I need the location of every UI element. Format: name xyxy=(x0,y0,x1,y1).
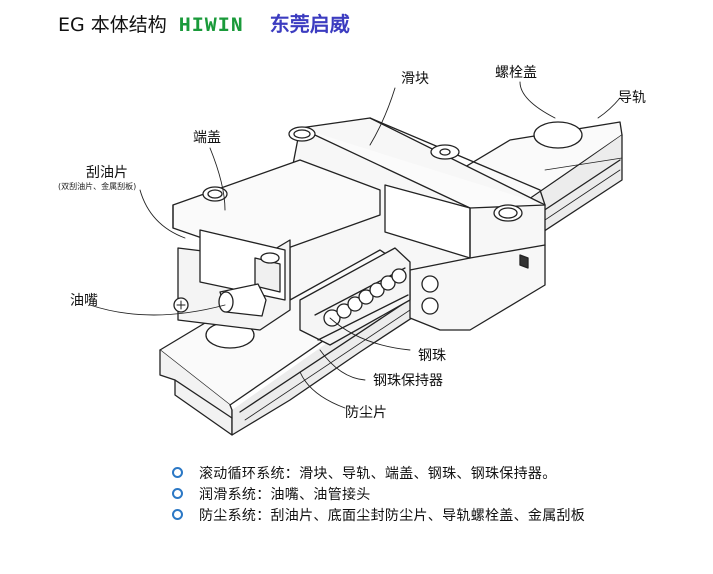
circle-bullet-icon xyxy=(172,509,183,520)
label-grease-nipple: 油嘴 xyxy=(70,293,98,309)
label-end-cap: 端盖 xyxy=(193,130,221,146)
circle-bullet-icon xyxy=(172,488,183,499)
list-item-text: 防尘系统：刮油片、底面尘封防尘片、导轨螺栓盖、金属刮板 xyxy=(199,507,586,524)
list-item: 防尘系统：刮油片、底面尘封防尘片、导轨螺栓盖、金属刮板 xyxy=(172,504,585,525)
slider-block xyxy=(288,117,546,331)
header: EG 本体结构 HIWIN 东莞启威 xyxy=(58,8,350,38)
label-ball-retainer: 钢珠保持器 xyxy=(373,373,443,389)
brand-logo: HIWIN xyxy=(178,15,244,38)
label-scraper-note: (双刮油片、金属刮板) xyxy=(58,182,137,191)
leader-lines xyxy=(89,81,621,409)
label-ball: 钢珠 xyxy=(418,348,446,364)
balls xyxy=(323,268,407,327)
label-scraper: 刮油片 xyxy=(86,165,128,181)
label-slider: 滑块 xyxy=(401,71,429,87)
list-item-text: 润滑系统：油嘴、油管接头 xyxy=(199,486,371,503)
systems-list: 滚动循环系统：滑块、导轨、端盖、钢珠、钢珠保持器。 润滑系统：油嘴、油管接头 防… xyxy=(172,462,585,525)
list-item-text: 滚动循环系统：滑块、导轨、端盖、钢珠、钢珠保持器。 xyxy=(199,465,557,482)
list-item: 滚动循环系统：滑块、导轨、端盖、钢珠、钢珠保持器。 xyxy=(172,462,585,483)
circle-bullet-icon xyxy=(172,467,183,478)
list-item: 润滑系统：油嘴、油管接头 xyxy=(172,483,585,504)
label-rail: 导轨 xyxy=(618,90,646,106)
label-dust-seal: 防尘片 xyxy=(345,405,387,421)
dealer-name: 东莞启威 xyxy=(269,12,350,36)
end-cap xyxy=(172,159,381,259)
label-bolt-cap: 螺栓盖 xyxy=(495,65,537,81)
grease-nipple xyxy=(173,283,267,317)
diagram-title: EG 本体结构 xyxy=(58,14,167,36)
